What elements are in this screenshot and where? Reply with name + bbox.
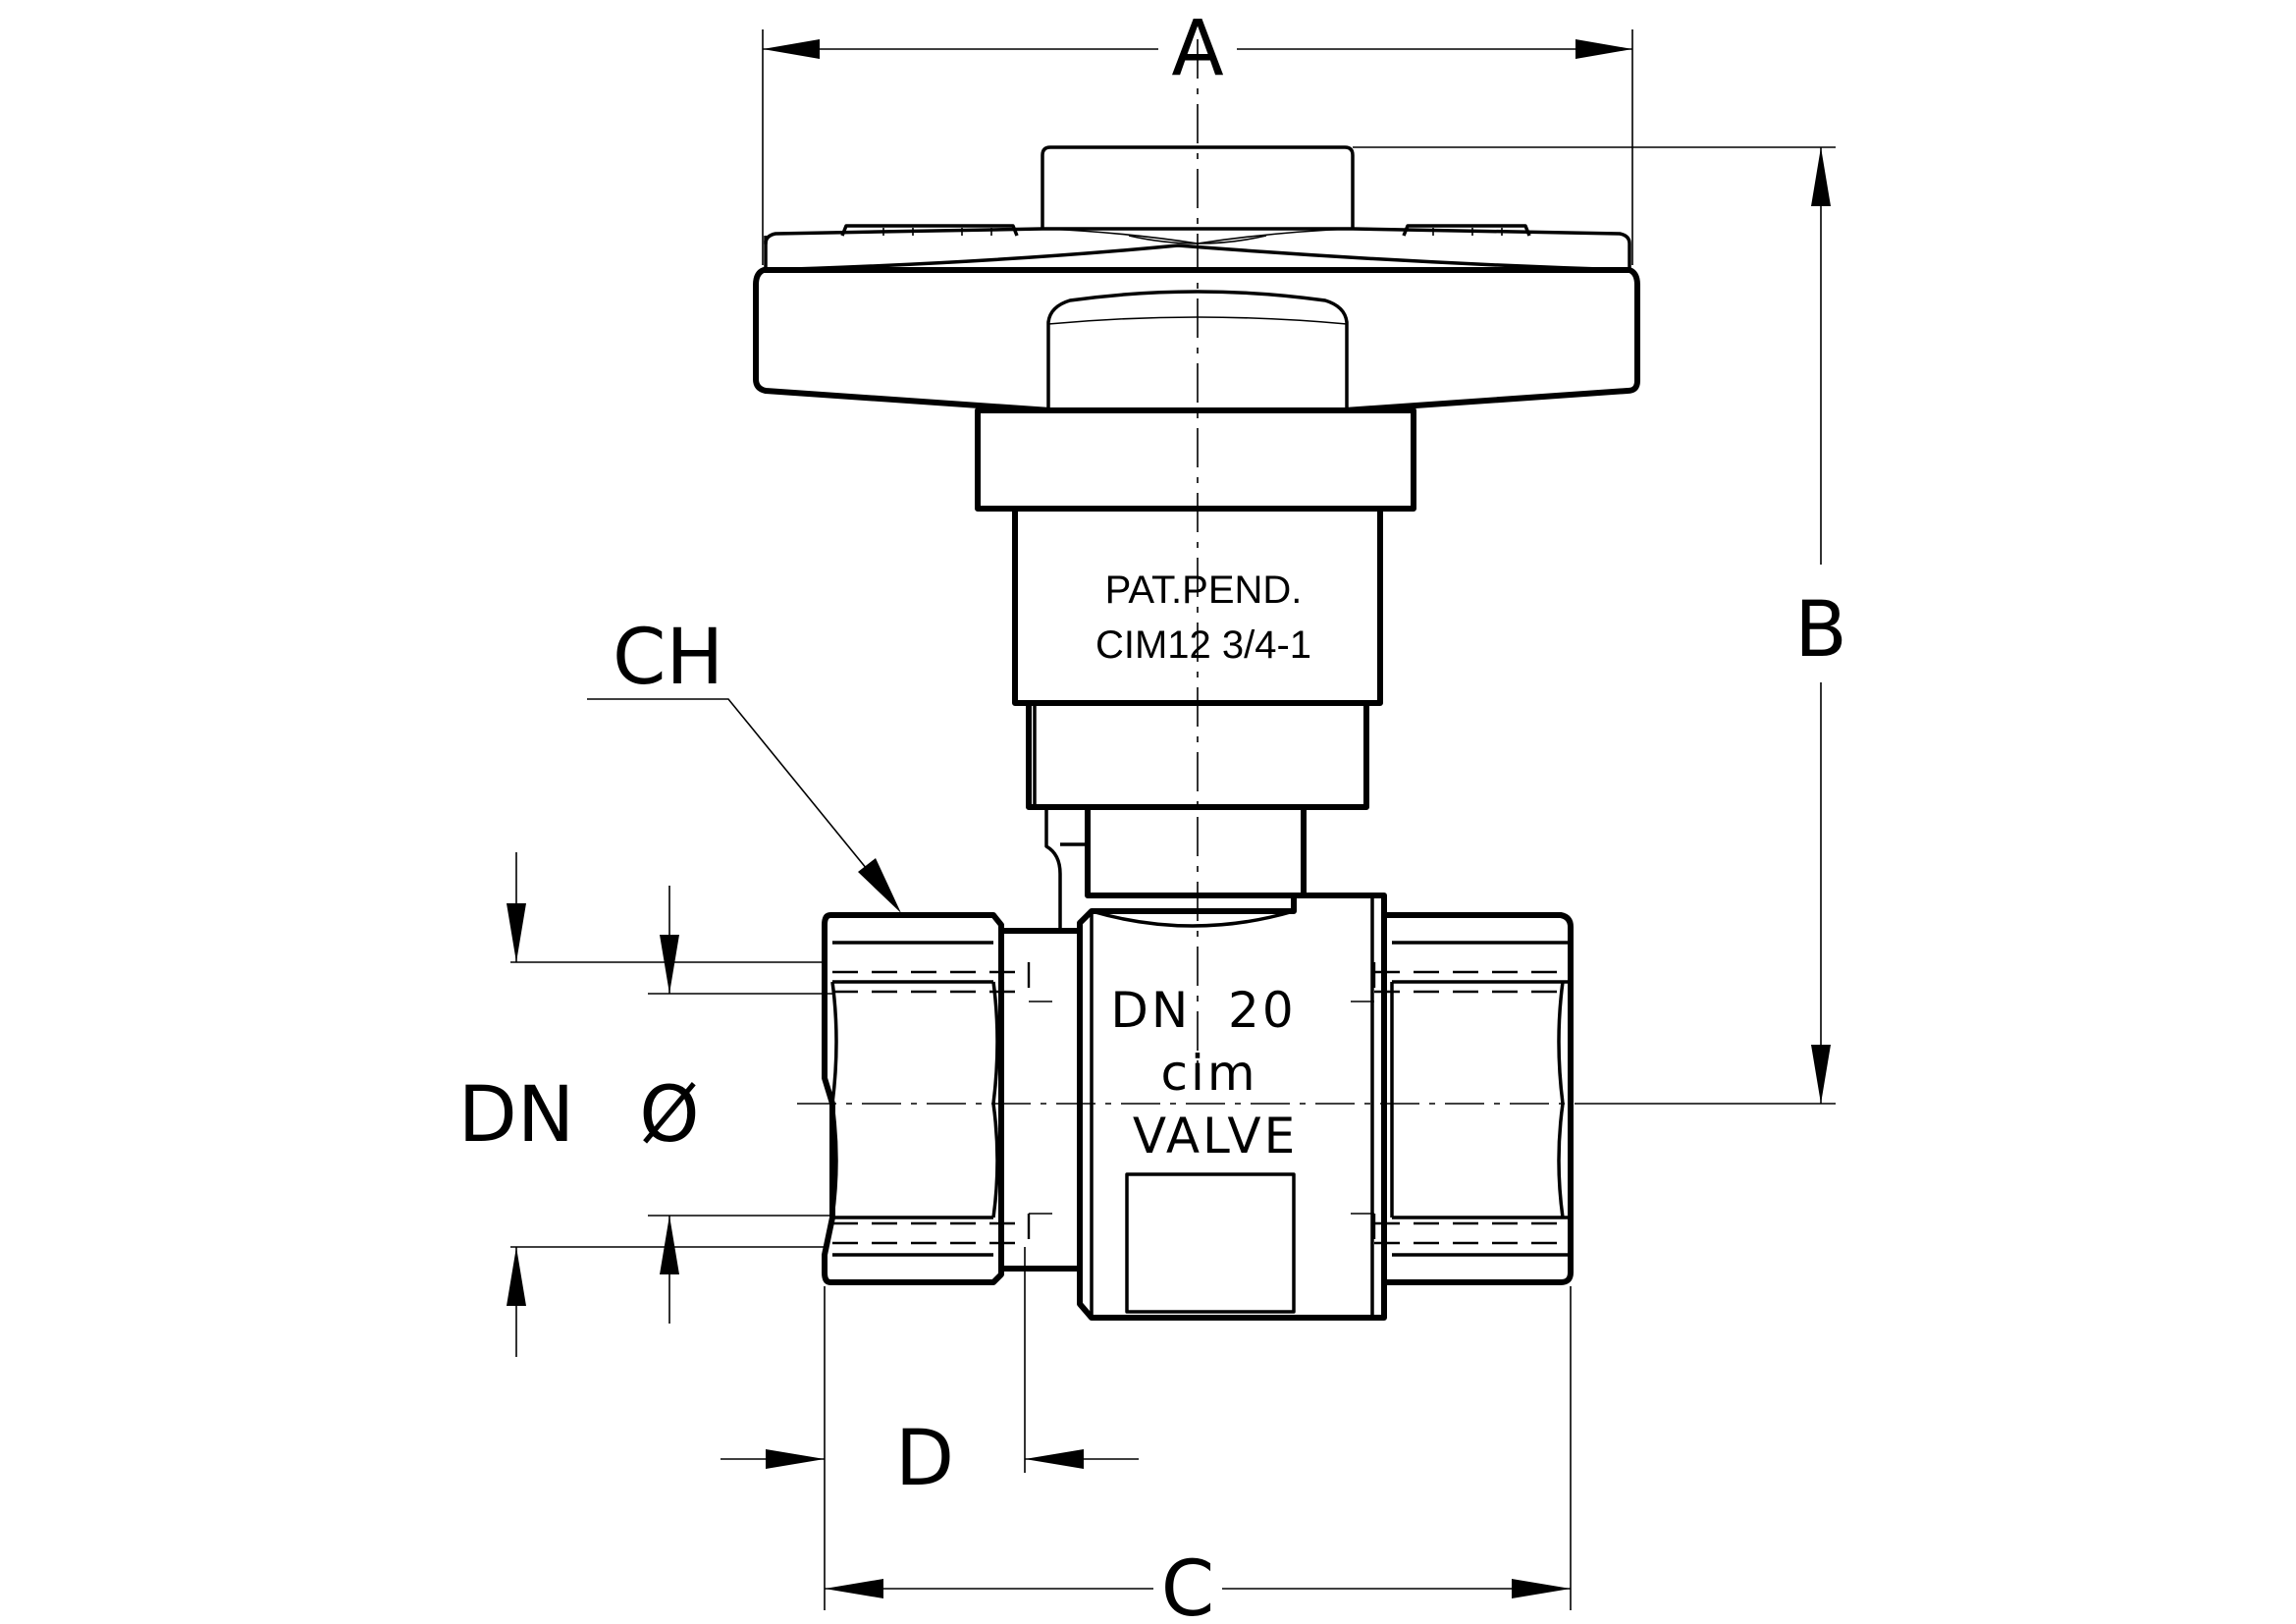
dim-label-c: C [1161, 1545, 1214, 1624]
central-body [1077, 893, 1387, 1321]
handwheel [753, 145, 1640, 413]
dimension-b: B [1353, 146, 1847, 1105]
marking-model: CIM12 3/4-1 [1095, 623, 1311, 667]
bonnet-collar [975, 407, 1416, 512]
dim-label-d: D [895, 1415, 954, 1503]
cast-markings: PAT.PEND. CIM12 3/4-1 DN 20 cim VALVE [1095, 568, 1311, 1164]
bonnet [975, 407, 1416, 931]
dimension-diameter: Ø [639, 886, 832, 1324]
center-lines [797, 39, 1610, 1105]
dimension-c: C [825, 1286, 1572, 1624]
marking-patent: PAT.PEND. [1105, 568, 1303, 612]
dimension-a: A [762, 5, 1633, 265]
marking-product: VALVE [1133, 1108, 1298, 1164]
nameplate [1125, 1172, 1296, 1314]
dimension-d: D [721, 1247, 1139, 1610]
dim-label-a: A [1171, 5, 1223, 93]
stem-neck [1085, 804, 1307, 898]
marking-size: DN 20 [1110, 982, 1296, 1039]
right-end [1384, 912, 1574, 1285]
left-hex-end [822, 912, 1004, 1285]
dim-label-b: B [1794, 586, 1847, 675]
dim-label-diameter: Ø [639, 1071, 699, 1160]
dim-label-dn: DN [458, 1071, 574, 1160]
dim-label-ch: CH [613, 614, 723, 702]
dimension-ch: CH [587, 614, 901, 913]
marking-brand: cim [1160, 1045, 1257, 1102]
dimension-dn: DN [458, 852, 825, 1357]
